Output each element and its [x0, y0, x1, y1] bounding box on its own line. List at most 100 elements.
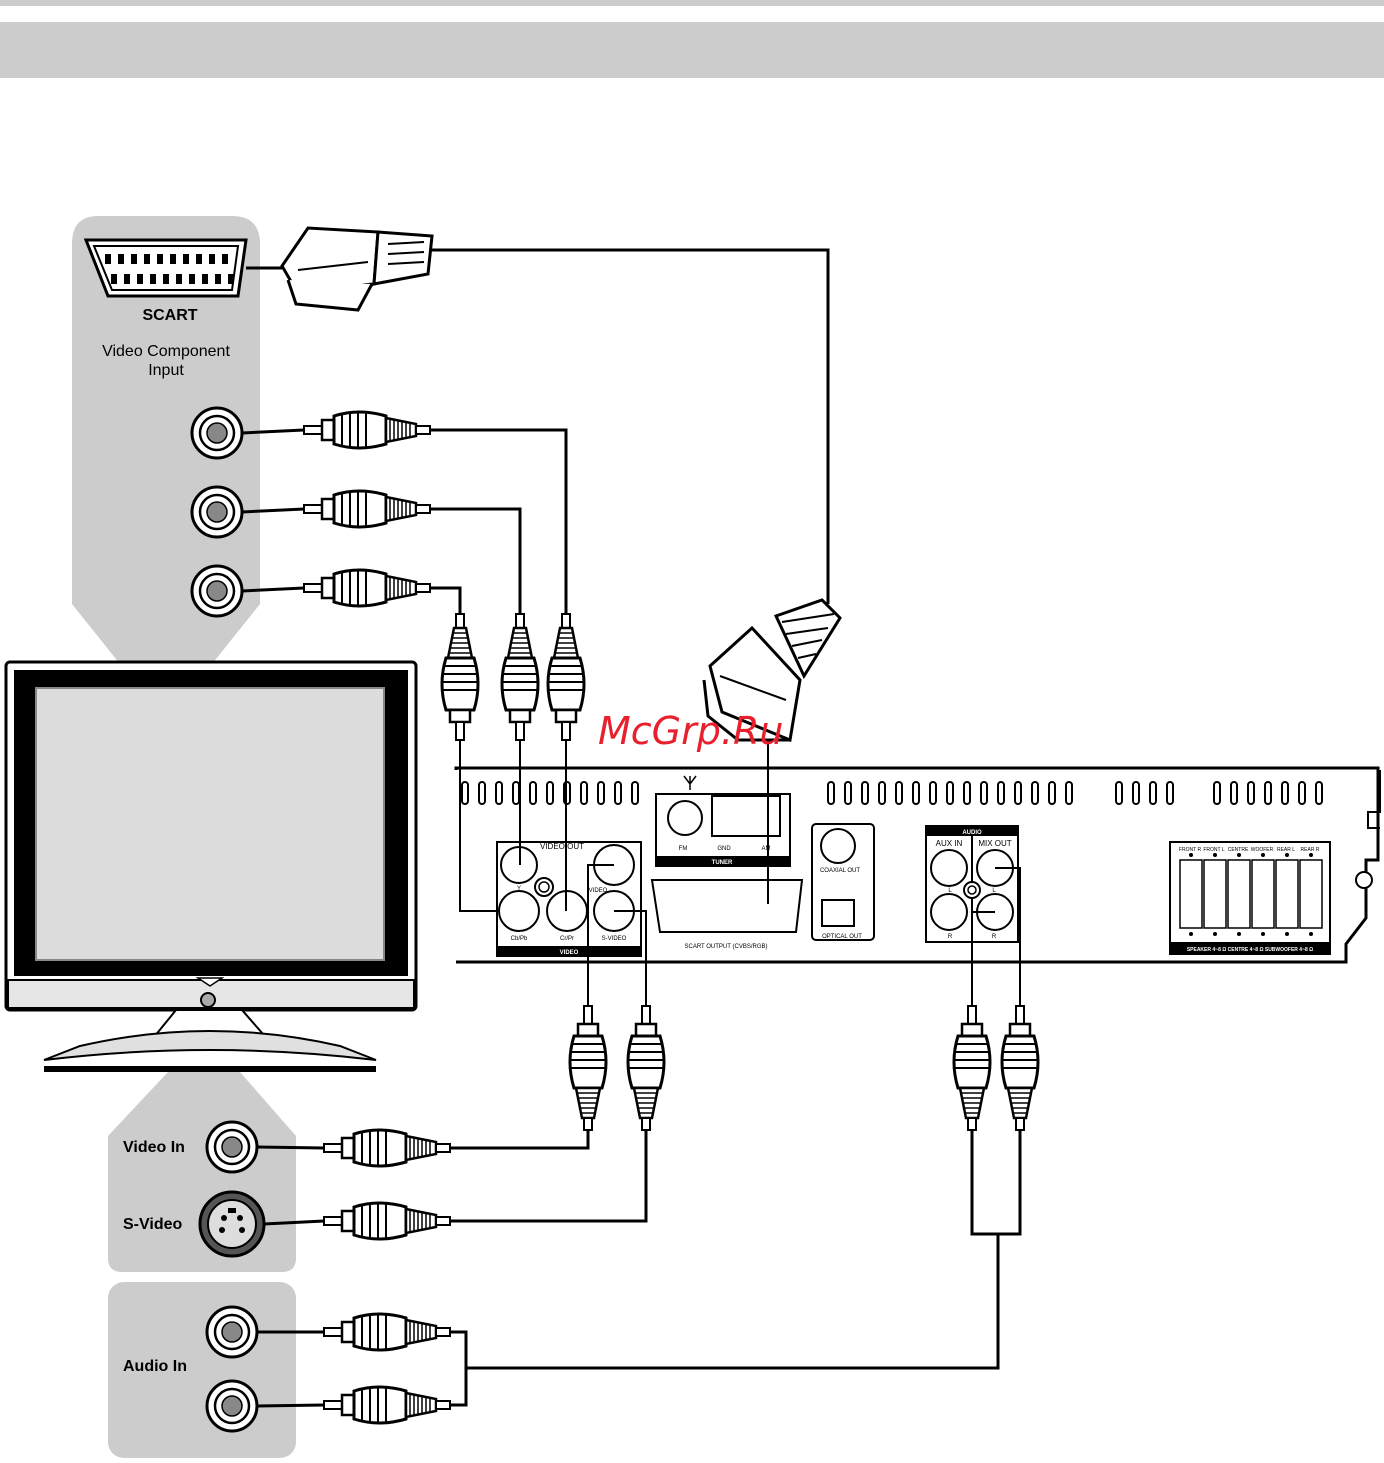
- vent-slot: [462, 782, 468, 804]
- vent-slot: [1116, 782, 1122, 804]
- vent-slot: [964, 782, 970, 804]
- player-front-r-label: FRONT R: [1179, 847, 1202, 853]
- player-y-label: Y: [517, 886, 521, 892]
- player-fm-label: FM: [679, 846, 688, 852]
- component-plug-3: [304, 570, 430, 606]
- player-video-out-label: VIDEO OUT: [540, 842, 584, 851]
- vent-slot: [632, 782, 638, 804]
- vent-slot: [1282, 782, 1288, 804]
- audio-plug-v-l: [954, 1006, 990, 1130]
- tv-component-jack-pb[interactable]: [192, 487, 242, 537]
- speaker-terminal[interactable]: [1252, 860, 1274, 928]
- speaker-terminal-dot: [1237, 853, 1241, 857]
- player-am-label: AM: [762, 846, 771, 852]
- tv-component-jack-y[interactable]: [192, 408, 242, 458]
- vent-slot: [1316, 782, 1322, 804]
- vent-slot: [930, 782, 936, 804]
- tv-component-jack-pr[interactable]: [192, 566, 242, 616]
- player-fm-jack[interactable]: [668, 801, 702, 835]
- player-cb-label: Cb/Pb: [511, 936, 528, 942]
- vent-slot: [1214, 782, 1220, 804]
- watermark: McGrp.Ru: [598, 709, 783, 753]
- component-plug-2: [304, 491, 430, 527]
- vent-slot: [896, 782, 902, 804]
- scart-pin: [137, 274, 143, 284]
- vent-slot: [879, 782, 885, 804]
- player-svideo-label: S-VIDEO: [602, 936, 627, 942]
- tv-video-in-jack[interactable]: [207, 1122, 257, 1172]
- audio-plug-v-r: [1002, 1006, 1038, 1130]
- component-plug-1: [304, 412, 430, 448]
- scart-pin: [111, 274, 117, 284]
- component-plug-v-cb: [442, 614, 478, 740]
- vent-slot: [1167, 782, 1173, 804]
- scart-pin: [209, 254, 215, 264]
- player-rear-r-label: REAR R: [1301, 847, 1320, 853]
- speaker-terminal[interactable]: [1204, 860, 1226, 928]
- player-rear-l-label: REAR L: [1277, 847, 1295, 853]
- vent-slot: [479, 782, 485, 804]
- player-optical-label: OPTICAL OUT: [822, 934, 862, 940]
- speaker-terminal[interactable]: [1300, 860, 1322, 928]
- player-gnd-label: GND: [717, 846, 731, 852]
- tv-scart-socket: [86, 240, 246, 296]
- vent-slot: [1015, 782, 1021, 804]
- scart-pin: [157, 254, 163, 264]
- player-front-l-label: FRONT L: [1203, 847, 1225, 853]
- player-aux-in-r[interactable]: [931, 894, 967, 930]
- player-video-section: VIDEO VIDEO OUT Y VIDEO Cb/Pb Cr/Pr S-VI…: [497, 842, 641, 956]
- vent-slot: [1049, 782, 1055, 804]
- player-aux-in-l[interactable]: [931, 850, 967, 886]
- player-speaker-section: SPEAKER 4~8 Ω CENTRE 4~8 Ω SUBWOOFER 4~8…: [1170, 842, 1330, 954]
- tv-svideo-jack[interactable]: [200, 1192, 264, 1256]
- speaker-terminal[interactable]: [1276, 860, 1298, 928]
- player-speaker-spec-label: SPEAKER 4~8 Ω CENTRE 4~8 Ω SUBWOOFER 4~8…: [1187, 947, 1313, 953]
- speaker-terminal-dot: [1213, 853, 1217, 857]
- scart-pin: [189, 274, 195, 284]
- player-audio-label: AUDIO: [962, 830, 982, 836]
- scart-plug-tv: [282, 228, 432, 310]
- speaker-terminal[interactable]: [1228, 860, 1250, 928]
- player-cr-label: Cr/Pr: [560, 936, 574, 942]
- component-plug-v-y: [502, 614, 538, 740]
- vent-slot: [615, 782, 621, 804]
- player-jack-cb[interactable]: [499, 891, 539, 931]
- speaker-terminal-dot: [1213, 932, 1217, 936]
- tv-video-panel: [108, 1072, 296, 1272]
- speaker-terminal-dot: [1309, 853, 1313, 857]
- vent-slot: [1299, 782, 1305, 804]
- vent-slot: [496, 782, 502, 804]
- tv-audio-jack-l[interactable]: [207, 1307, 257, 1357]
- header-rule: [0, 0, 1384, 6]
- vent-slot: [581, 782, 587, 804]
- speaker-terminal-dot: [1261, 853, 1265, 857]
- svideo-plug-h: [324, 1203, 450, 1239]
- player-mix-out-label: MIX OUT: [978, 839, 1011, 848]
- scart-pin: [170, 254, 176, 264]
- speaker-terminal[interactable]: [1180, 860, 1202, 928]
- tv-component-label: Video Component: [102, 343, 230, 360]
- player-coaxial-jack[interactable]: [821, 829, 855, 863]
- scart-pin: [150, 274, 156, 284]
- vent-slot: [1133, 782, 1139, 804]
- player-optical-jack[interactable]: [822, 900, 854, 926]
- vent-slot: [1231, 782, 1237, 804]
- vent-slot: [981, 782, 987, 804]
- vent-slot: [530, 782, 536, 804]
- player-mix-r-label: R: [992, 934, 997, 940]
- player-centre-label: CENTRE: [1228, 847, 1249, 853]
- player-video-group-label: VIDEO: [560, 950, 579, 956]
- player-coaxial-label: COAXIAL OUT: [820, 868, 860, 874]
- speaker-terminal-dot: [1261, 932, 1265, 936]
- vent-slot: [1265, 782, 1271, 804]
- scart-pin: [228, 274, 234, 284]
- vent-slot: [828, 782, 834, 804]
- speaker-terminal-dot: [1309, 932, 1313, 936]
- player-aux-in-label: AUX IN: [936, 839, 963, 848]
- tv-audio-jack-r[interactable]: [207, 1381, 257, 1431]
- vent-slot: [947, 782, 953, 804]
- tv-svideo-label: S-Video: [123, 1216, 183, 1233]
- scart-pin: [131, 254, 137, 264]
- scart-pin: [176, 274, 182, 284]
